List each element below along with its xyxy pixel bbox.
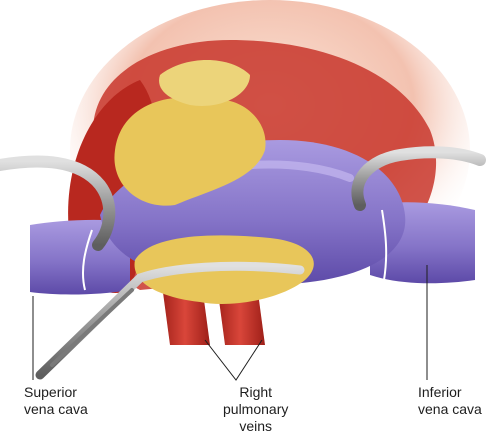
label-text: pulmonary [223, 401, 289, 417]
tourniquet-left [0, 155, 116, 251]
label-text: veins [239, 418, 273, 434]
label-text: Inferior [418, 384, 462, 400]
label-superior-vena-cava: Superior vena cava [24, 384, 88, 418]
label-right-pulmonary-veins: Right pulmonary veins [223, 384, 288, 435]
clamp-instrument [35, 261, 305, 380]
tourniquet-left-snare [82, 229, 93, 291]
label-text: vena cava [24, 401, 88, 417]
label-text: Right [239, 384, 273, 400]
fat-tissue-upper [114, 97, 266, 206]
fat-tissue-top-right [159, 60, 250, 106]
tourniquet-right-snare [381, 209, 388, 281]
tourniquet-right [351, 146, 486, 211]
label-text: Superior [24, 384, 77, 400]
label-text: vena cava [418, 401, 482, 417]
label-inferior-vena-cava: Inferior vena cava [418, 384, 482, 418]
leader-line-rpv [204, 339, 263, 381]
clamp-jaw [50, 288, 134, 367]
